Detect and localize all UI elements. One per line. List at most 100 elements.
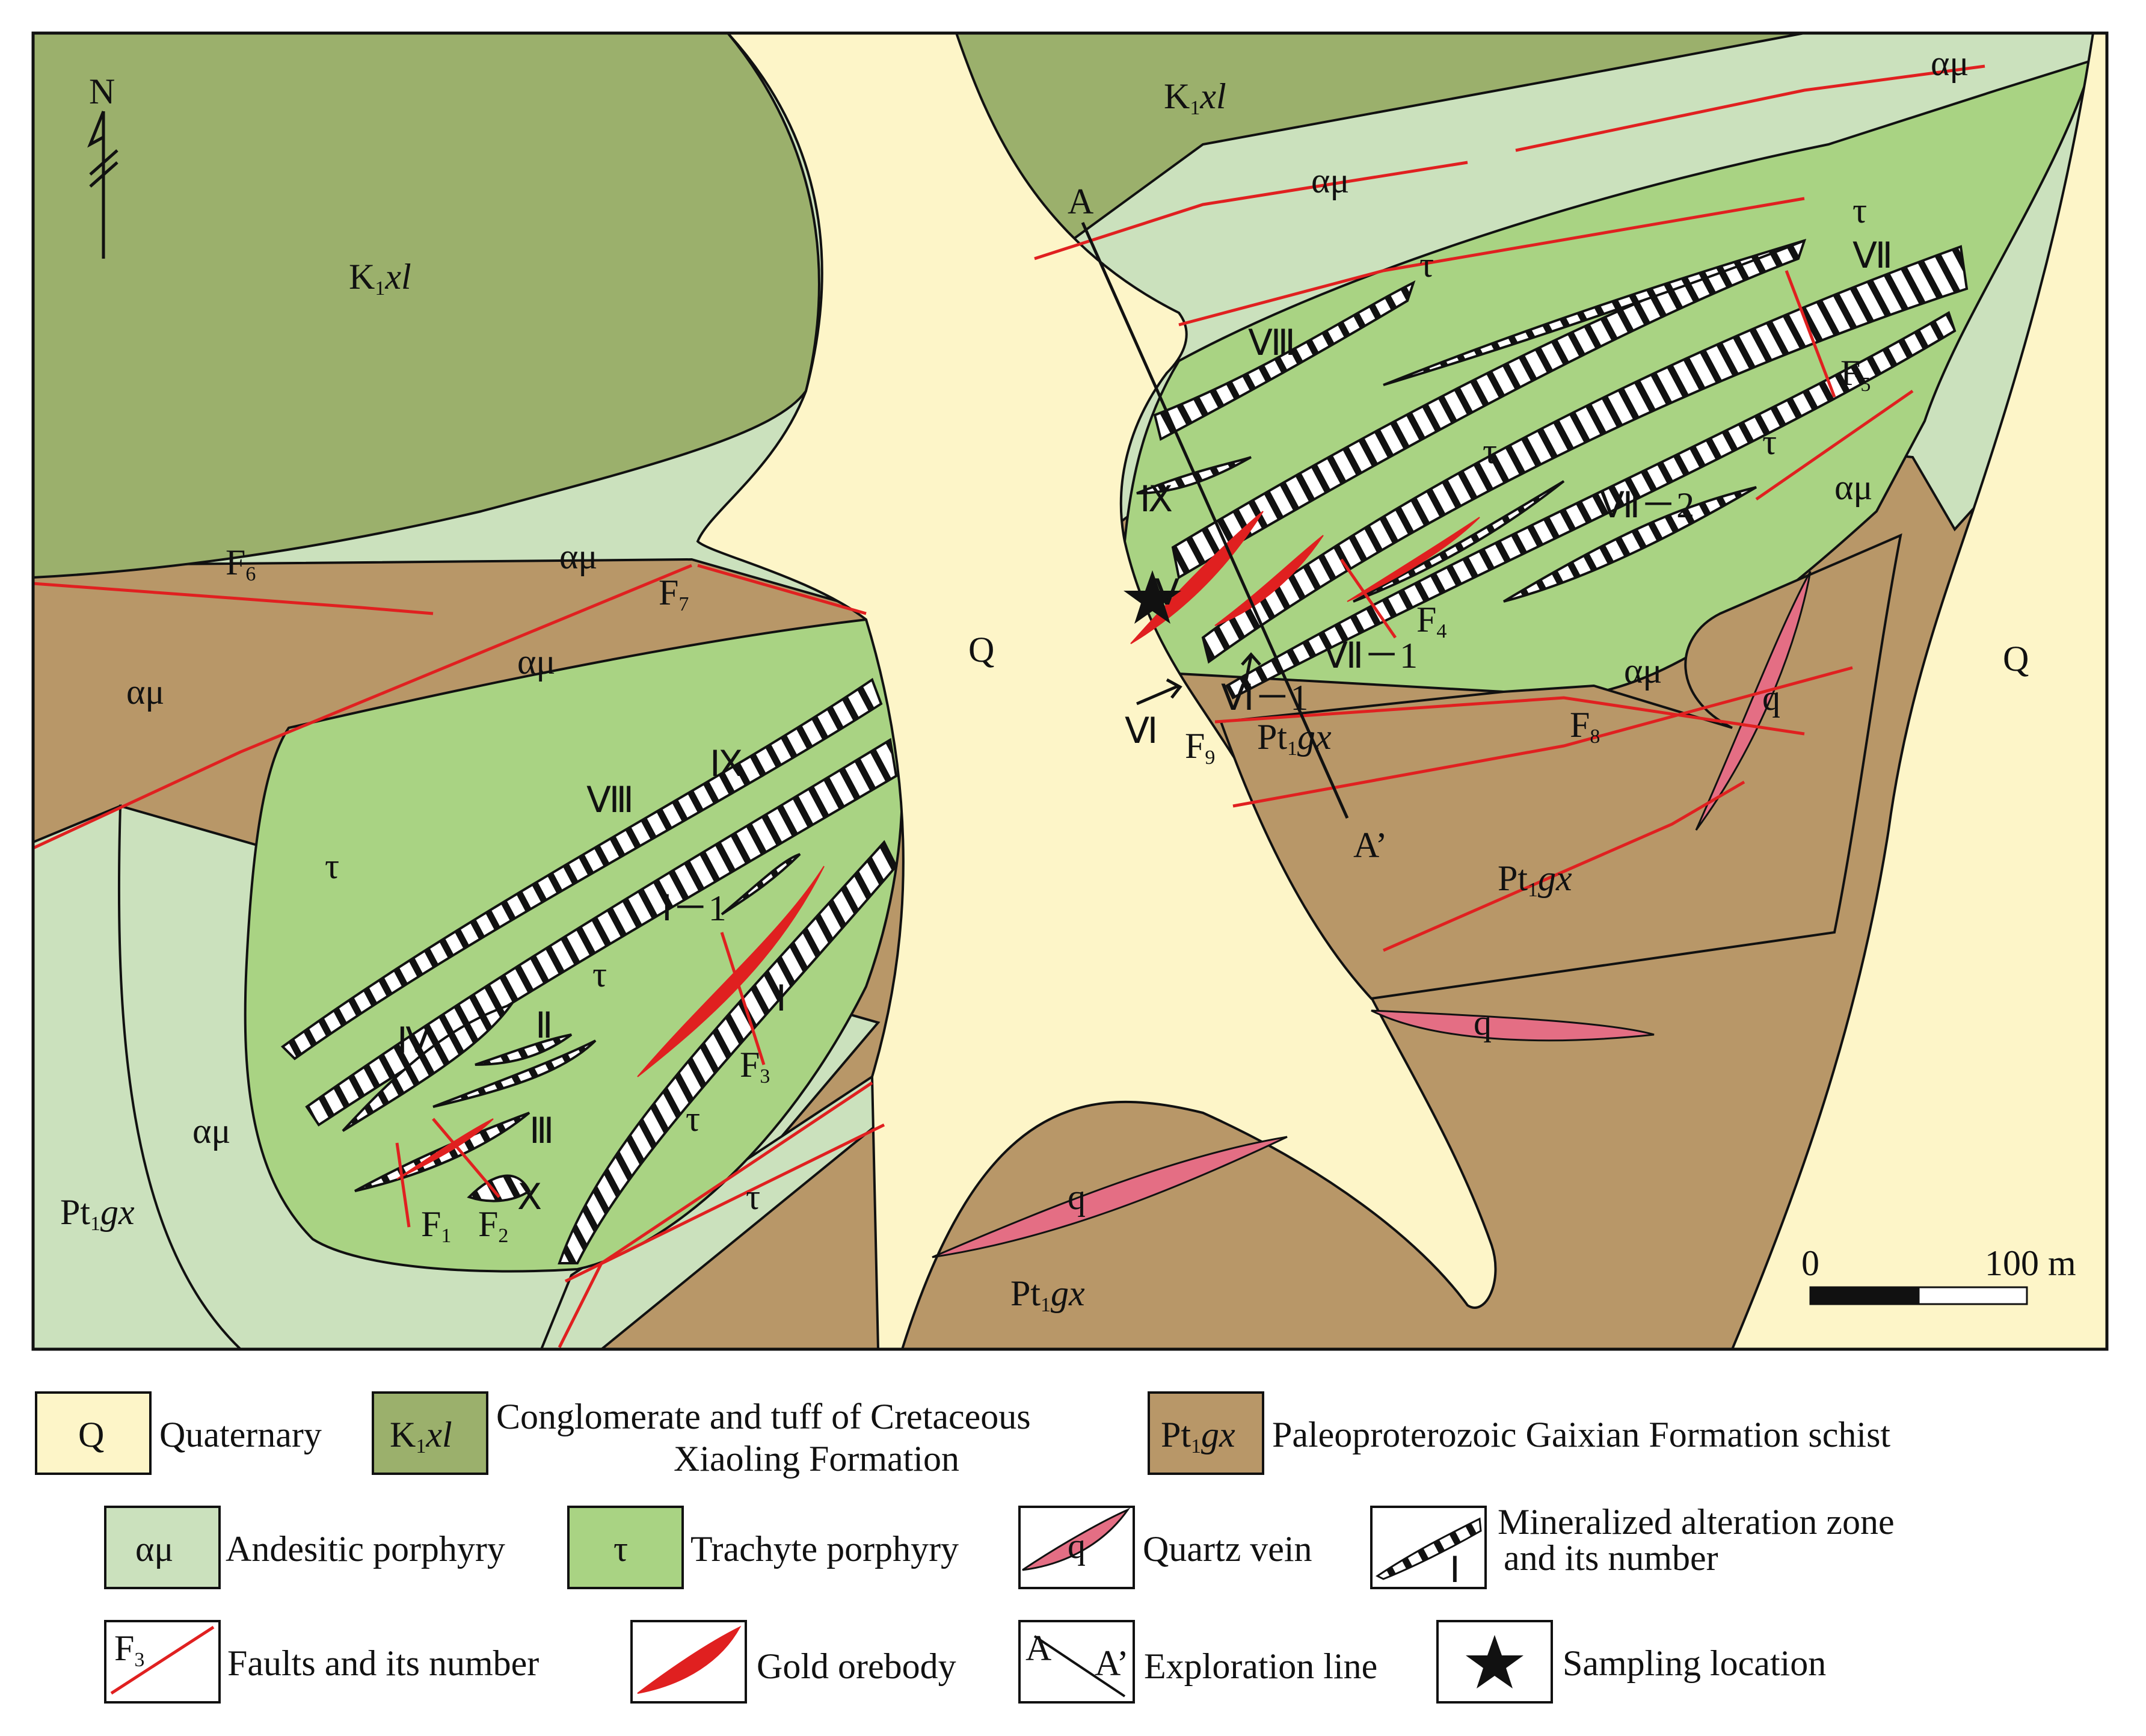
legend-item-gold-orebody: Gold orebody <box>630 1620 956 1704</box>
label-fault-f4: F4 <box>1416 600 1447 642</box>
label-zone-vi-1: Ⅵ－1 <box>1221 678 1308 718</box>
label-zone-i-1: Ⅰ－1 <box>662 888 727 928</box>
legend-label-cretaceous-2: Xiaoling Formation <box>674 1439 959 1479</box>
legend-symbol-cretaceous: K1xl <box>390 1415 452 1457</box>
zone-arrow-vi <box>1136 678 1182 706</box>
label-andesitic: αμ <box>126 672 165 712</box>
legend-symbol-fault: F3 <box>114 1628 144 1671</box>
label-quaternary-east: Q <box>2003 639 2029 679</box>
legend-item-trachyte: τ Trachyte porphyry <box>567 1506 959 1589</box>
label-trachyte: τ <box>1483 431 1497 471</box>
cretaceous-unit-west <box>33 33 820 579</box>
label-zone-ix-west: Ⅸ <box>710 744 743 784</box>
label-fault-f9: F9 <box>1185 726 1215 769</box>
exploration-line <box>1081 221 1349 819</box>
legend-quartz-vein-shape <box>1022 1507 1131 1571</box>
label-trachyte: τ <box>746 1177 760 1217</box>
legend-label-exploration-line: Exploration line <box>1144 1646 1377 1686</box>
label-zone-i: Ⅰ <box>776 979 787 1018</box>
quaternary-unit-east <box>1730 33 2107 1349</box>
label-schist-south: Pt1gx <box>1010 1273 1085 1316</box>
quaternary-unit-center <box>696 33 1497 1349</box>
scale-zero-label: 0 <box>1801 1243 1819 1283</box>
legend-item-fault: F3 Faults and its number <box>104 1620 539 1704</box>
map-area: N 0 100 m Q Q K1xl K1xl Pt1gx Pt1gx Pt1g… <box>33 33 2107 1349</box>
label-fault-f8: F8 <box>1570 705 1600 748</box>
mineralized-zones-west <box>280 677 898 1264</box>
legend-item-schist: Pt1gx Paleoproterozoic Gaixian Formation… <box>1148 1391 1890 1475</box>
label-zone-vi: Ⅵ <box>1125 711 1158 751</box>
mineralized-zones-east <box>1136 238 1969 700</box>
legend-label-schist: Paleoproterozoic Gaixian Formation schis… <box>1272 1415 1890 1454</box>
legend-item-mineralized-zone: Ⅰ Mineralized alteration zone and its nu… <box>1370 1502 1895 1590</box>
legend-exploration-line-shape <box>1033 1635 1126 1698</box>
legend-symbol-andesitic: αμ <box>135 1529 174 1569</box>
label-fault-f5: F5 <box>1840 353 1871 396</box>
legend-label-quaternary: Quaternary <box>159 1415 322 1454</box>
map-frame <box>31 31 2109 1351</box>
label-trachyte: τ <box>325 846 339 886</box>
zone-arrow-vi-1 <box>1241 652 1261 686</box>
label-fault-f3: F3 <box>740 1045 770 1088</box>
legend-item-exploration-line: A A’ Exploration line <box>1018 1620 1377 1704</box>
legend-label-sampling: Sampling location <box>1563 1643 1826 1683</box>
label-zone-viii-east: Ⅷ <box>1248 323 1296 363</box>
legend-label-mineralized-1: Mineralized alteration zone <box>1498 1502 1895 1542</box>
label-trachyte: τ <box>1762 422 1777 462</box>
legend-symbol-trachyte: τ <box>613 1529 628 1569</box>
legend-symbol-a: A <box>1025 1628 1051 1668</box>
label-zone-viii-west: Ⅷ <box>586 780 634 820</box>
andesitic-porphyry-lower-left <box>33 804 242 1349</box>
label-section-a-prime: A’ <box>1353 825 1388 865</box>
label-fault-f2: F2 <box>478 1204 508 1247</box>
legend-symbol-quartz-vein: q <box>1068 1526 1086 1566</box>
label-zone-vii: Ⅶ <box>1852 236 1893 275</box>
label-cretaceous-north: K1xl <box>1164 76 1226 119</box>
legend-label-andesitic: Andesitic porphyry <box>226 1529 505 1569</box>
legend-symbol-quaternary: Q <box>78 1415 104 1454</box>
label-cretaceous-west: K1xl <box>349 257 411 300</box>
label-quartz-vein: q <box>1474 1003 1492 1042</box>
label-zone-iii: Ⅲ <box>529 1111 554 1151</box>
label-fault-f6: F6 <box>226 543 256 585</box>
label-andesitic: αμ <box>1311 161 1350 200</box>
label-zone-ii: Ⅱ <box>535 1006 553 1045</box>
label-quaternary-center: Q <box>968 630 994 669</box>
label-zone-vii-1: Ⅶ－1 <box>1323 636 1418 676</box>
legend-label-cretaceous-1: Conglomerate and tuff of Cretaceous <box>496 1397 1031 1436</box>
label-andesitic: αμ <box>1834 467 1873 507</box>
label-schist-east: Pt1gx <box>1498 858 1572 901</box>
sampling-location-star <box>1124 570 1181 624</box>
schist-unit-east <box>1219 533 1902 1000</box>
label-trachyte: τ <box>592 955 607 994</box>
label-trachyte: τ <box>1852 191 1867 230</box>
legend-gold-orebody-shape <box>637 1625 742 1694</box>
legend-label-trachyte: Trachyte porphyry <box>690 1529 959 1569</box>
label-quartz-vein: q <box>1068 1177 1086 1217</box>
legend-mineralized-zone-shape <box>1376 1517 1482 1580</box>
label-andesitic: αμ <box>1624 651 1662 691</box>
legend-symbol-a-prime: A’ <box>1095 1643 1129 1683</box>
label-zone-v: Ⅴ <box>1155 573 1179 612</box>
quartz-vein <box>1695 571 1812 831</box>
label-fault-f7: F7 <box>659 573 689 615</box>
legend-item-andesitic: αμ Andesitic porphyry <box>104 1506 505 1589</box>
legend-label-mineralized-2: and its number <box>1504 1538 1718 1578</box>
quartz-vein <box>932 1136 1288 1258</box>
label-zone-vii-2: Ⅶ－2 <box>1600 485 1694 525</box>
legend-label-quartz-vein: Quartz vein <box>1143 1529 1312 1569</box>
label-zone-iv: Ⅳ <box>397 1021 430 1060</box>
legend-label-gold-orebody: Gold orebody <box>757 1646 956 1686</box>
quartz-vein <box>1371 1009 1655 1042</box>
label-andesitic: αμ <box>559 537 598 576</box>
label-schist-center: Pt1gx <box>1257 717 1332 760</box>
legend-symbol-mineralized-zone: Ⅰ <box>1450 1550 1460 1590</box>
label-andesitic: αμ <box>1931 43 1969 83</box>
scale-bar <box>1809 1286 2028 1305</box>
legend-item-cretaceous: K1xl Conglomerate and tuff of Cretaceous… <box>372 1391 1031 1479</box>
legend-label-fault: Faults and its number <box>227 1643 539 1683</box>
legend-item-quaternary: Q Quaternary <box>35 1391 322 1475</box>
label-andesitic: αμ <box>192 1111 231 1151</box>
